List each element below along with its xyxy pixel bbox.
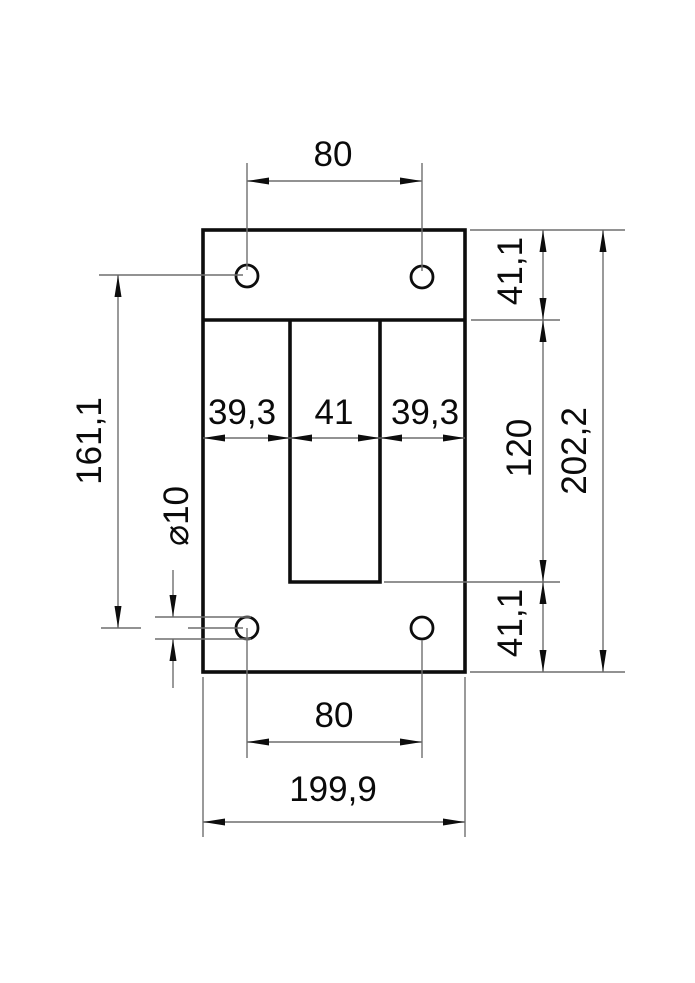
dimension-hole-diameter: ⌀10: [155, 486, 251, 688]
dimension-width-chain: 39,3 41 39,3: [203, 393, 465, 442]
dim-label-window-width: 41: [315, 393, 354, 432]
arrow-left: [290, 434, 312, 442]
dimension-hole-spacing-bottom: 80: [246, 628, 423, 758]
dim-label-overall-width: 199,9: [289, 770, 377, 809]
dim-label-hole-spacing-bottom: 80: [315, 696, 354, 735]
dim-label-hole-spacing-top: 80: [314, 135, 353, 174]
arrow-right: [400, 738, 422, 746]
dim-label-right-section-width: 39,3: [391, 393, 459, 432]
dim-label-hole-diameter: ⌀10: [157, 486, 196, 546]
arrow-down: [539, 560, 547, 582]
arrow-right: [268, 434, 290, 442]
dimension-overall-width: 199,9: [202, 677, 466, 837]
arrow-down: [169, 595, 177, 617]
dim-label-bottom-band-height: 41,1: [491, 589, 530, 657]
arrow-down: [114, 606, 122, 628]
part-outer-rectangle: [201, 228, 467, 674]
arrow-left: [247, 177, 269, 185]
arrow-left: [380, 434, 402, 442]
hole-bottom-right: [409, 615, 435, 641]
dim-label-hole-vertical-spacing: 161,1: [70, 397, 109, 485]
dim-label-window-height: 120: [500, 419, 539, 477]
arrow-up: [539, 582, 547, 604]
part-window: [288, 320, 382, 584]
dim-label-left-section-width: 39,3: [208, 393, 276, 432]
arrow-up: [169, 639, 177, 661]
dim-label-overall-height: 202,2: [555, 407, 594, 495]
arrow-up: [114, 275, 122, 297]
arrow-right: [443, 434, 465, 442]
arrow-down: [599, 650, 607, 672]
arrow-up: [539, 320, 547, 342]
arrow-right: [400, 177, 422, 185]
part-outline: [201, 228, 467, 674]
arrow-down: [539, 650, 547, 672]
arrow-up: [599, 230, 607, 252]
arrow-right: [358, 434, 380, 442]
dimension-overall-height: 202,2: [555, 230, 607, 672]
arrow-left: [247, 738, 269, 746]
arrow-left: [203, 434, 225, 442]
dimension-hole-spacing-top: 80: [246, 135, 423, 271]
arrow-left: [203, 818, 225, 826]
arrow-down: [539, 298, 547, 320]
dimension-hole-vertical-spacing: 161,1: [70, 274, 243, 629]
arrow-up: [539, 230, 547, 252]
arrow-right: [443, 818, 465, 826]
dim-label-top-band-height: 41,1: [491, 237, 530, 305]
dimension-height-chain: 41,1 120 41,1: [384, 229, 625, 673]
